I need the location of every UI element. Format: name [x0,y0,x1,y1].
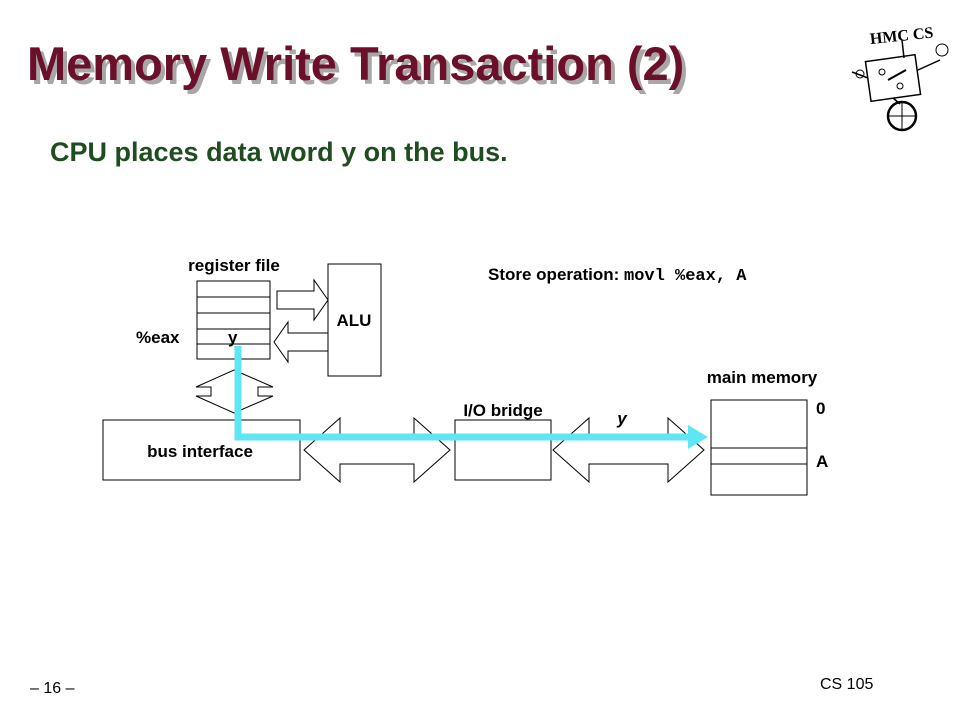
memory-address-0: 0 [816,399,825,418]
register-file-label: register file [188,256,280,275]
register-eax-label: %eax [136,328,180,347]
bus-interface-box [102,419,301,481]
arrow-regfile-to-alu [276,278,329,322]
main-memory-label: main memory [707,368,818,387]
alu-box [327,263,382,377]
bus-data-label: y [616,409,628,428]
store-operation-prefix: Store operation: [488,265,624,284]
io-bridge-label: I/O bridge [463,401,542,420]
io-bridge-box [454,419,552,481]
arrow-alu-to-regfile [273,320,329,364]
page-number: – 16 – [30,680,75,697]
memory-bus-arrow [552,416,705,484]
alu-label: ALU [337,311,372,330]
store-operation-text: Store operation: movl %eax, A [488,265,747,286]
store-instruction: movl %eax, A [624,267,747,286]
slide-title: Memory Write Transaction (2) [27,37,685,90]
data-path [234,346,708,449]
register-eax-value: y [228,328,238,347]
slide-subtitle: CPU places data word y on the bus. [50,137,508,167]
logo-text: HMC CS [869,24,934,48]
bus-interface-label: bus interface [147,442,253,461]
main-memory-box [710,399,808,496]
memory-address-a: A [816,452,828,471]
course-label: CS 105 [820,676,874,693]
hmc-cs-logo: HMC CS [851,24,949,132]
register-file [196,280,271,360]
system-bus-arrow [303,416,451,484]
